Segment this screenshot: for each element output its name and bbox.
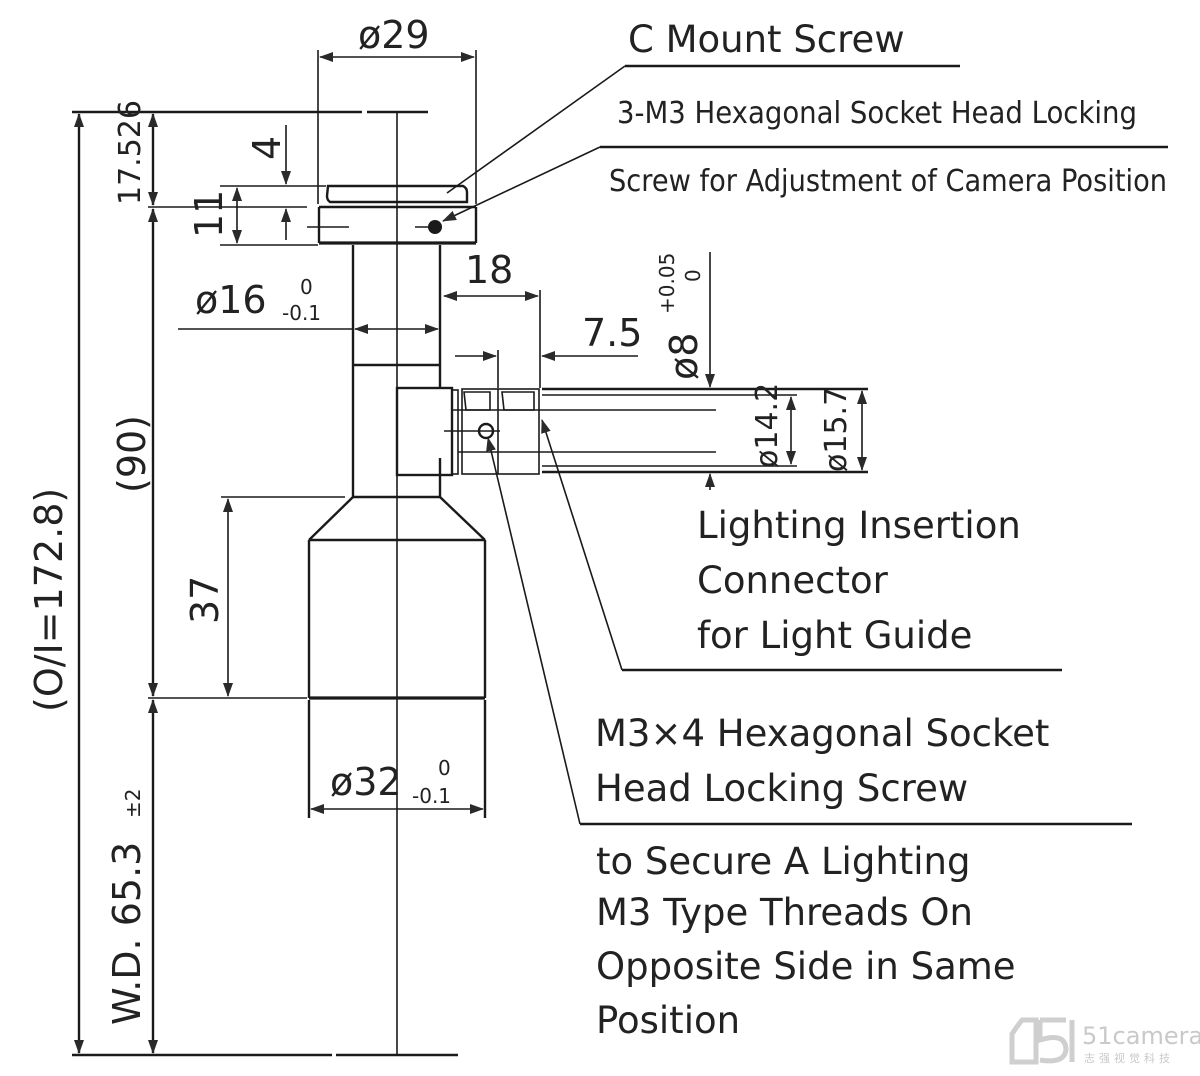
- callout-c-mount: C Mount Screw: [446, 18, 960, 194]
- callout-light-guide-connector: Lighting Insertion Connector for Light G…: [541, 419, 1062, 672]
- watermark-text: 51camera: [1082, 1022, 1200, 1050]
- locking-screw-icon: [428, 220, 442, 234]
- dim-guide-tol-lower: 0: [681, 269, 705, 282]
- m3-screw-icon: [477, 422, 495, 440]
- lens-mount-flange: [307, 184, 478, 245]
- callout-secure-line-1: to Secure A Lighting: [596, 840, 971, 883]
- dim-overall-length-label: (O/I=172.8): [27, 488, 71, 712]
- dim-outer-diameter-label: ø15.7: [819, 387, 854, 472]
- dim-shaft-diameter: ø16 0 -0.1: [178, 275, 439, 334]
- dim-front-length-label: 37: [183, 576, 227, 624]
- dim-offset-7-5-label: 7.5: [582, 311, 642, 355]
- dim-working-distance-label: W.D. 65.3: [105, 842, 149, 1025]
- dim-tube-diameters: ø14.2 ø15.7: [750, 383, 867, 472]
- dim-guide-diameter-label: ø8: [662, 333, 706, 380]
- callout-secure-line-3: Opposite Side in Same: [596, 945, 1016, 988]
- dim-body-length-label: (90): [110, 415, 154, 493]
- dim-top-diameter-label: ø29: [358, 13, 430, 57]
- callout-c-mount-text: C Mount Screw: [628, 18, 905, 61]
- dim-front-tol-lower: -0.1: [412, 784, 451, 808]
- callout-locking-screw: 3-M3 Hexagonal Socket Head Locking Screw…: [442, 96, 1168, 222]
- dim-front-diameter: ø32 0 -0.1: [310, 756, 484, 814]
- lens-shaft: [351, 245, 442, 497]
- dim-front-length: 37: [183, 496, 345, 697]
- dim-11-label: 11: [187, 190, 231, 238]
- dim-inner-diameter-label: ø14.2: [750, 383, 785, 468]
- dim-wd-tol: ±2: [121, 789, 145, 818]
- callout-locking-line-2: Screw for Adjustment of Camera Position: [609, 164, 1167, 199]
- dim-shaft-tol-lower: -0.1: [282, 301, 321, 325]
- dim-guide-tol-upper: +0.05: [655, 253, 679, 314]
- callout-connector-line-1: Lighting Insertion: [697, 504, 1021, 547]
- light-guide-connector: [395, 386, 868, 477]
- dim-overall-length: (O/I=172.8): [27, 113, 84, 1054]
- dim-front-tol-upper: 0: [438, 756, 451, 780]
- watermark-logo: 51camera 志强视觉科技: [1009, 1017, 1200, 1065]
- front-barrel: [307, 495, 487, 818]
- callout-secure-line-2: M3 Type Threads On: [596, 891, 973, 934]
- dim-guide-diameter: ø8 +0.05 0: [655, 252, 715, 490]
- dim-4-and-11: 4 11: [187, 125, 326, 246]
- callout-connector-line-3: for Light Guide: [697, 614, 972, 657]
- callout-m3-line-1: M3×4 Hexagonal Socket: [595, 712, 1049, 755]
- callout-locking-line-1: 3-M3 Hexagonal Socket Head Locking: [617, 96, 1137, 131]
- dim-offset-7-5: 7.5: [455, 311, 642, 388]
- dim-4-label: 4: [245, 136, 289, 160]
- callout-m3-line-2: Head Locking Screw: [595, 767, 968, 810]
- dim-offset-18-label: 18: [465, 248, 513, 292]
- dim-top-diameter: ø29: [317, 13, 477, 204]
- dim-flange-height-label: 17.526: [113, 100, 148, 205]
- dim-shaft-tol-upper: 0: [300, 275, 313, 299]
- watermark-subtitle: 志强视觉科技: [1084, 1051, 1174, 1065]
- dim-front-diameter-label: ø32: [330, 760, 402, 804]
- dim-offset-18: 18: [443, 248, 541, 388]
- callout-secure-line-4: Position: [596, 999, 740, 1042]
- callout-m3-screw: M3×4 Hexagonal Socket Head Locking Screw…: [486, 437, 1132, 1042]
- dim-flange-height: 17.526: [113, 100, 307, 208]
- callout-connector-line-2: Connector: [697, 559, 889, 602]
- dim-working-distance: W.D. 65.3 ±2: [105, 699, 158, 1054]
- dim-shaft-diameter-label: ø16: [195, 278, 267, 322]
- dim-body-length: (90): [110, 208, 307, 699]
